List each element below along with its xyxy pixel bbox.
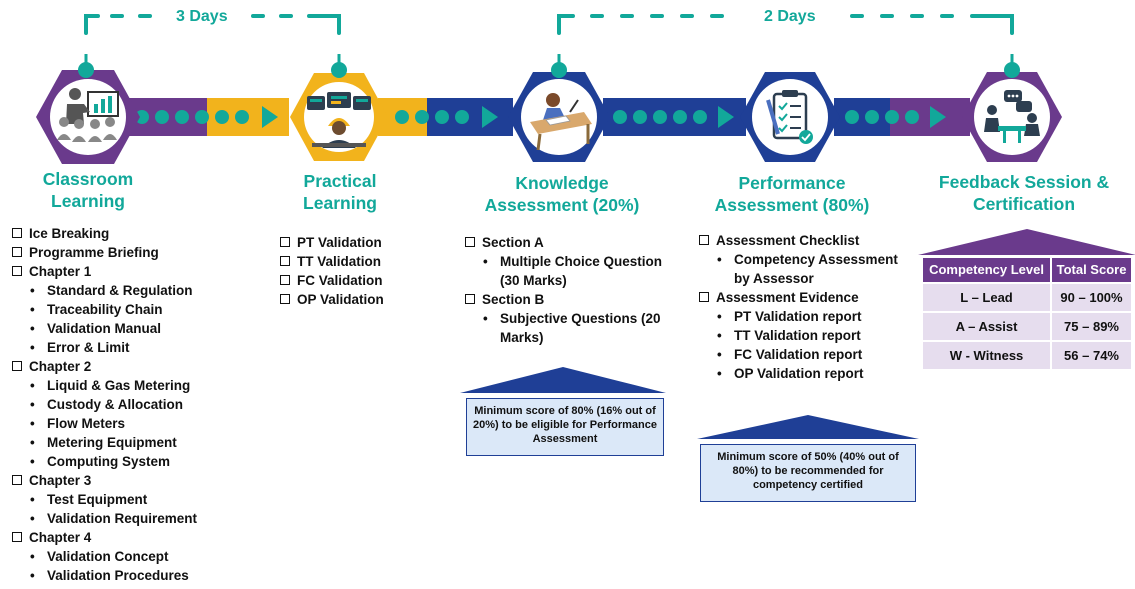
stage-title-line: Knowledge — [515, 173, 609, 193]
list-sub-item: Subjective Questions (20 Marks) — [462, 309, 672, 347]
score-table-roof — [918, 229, 1135, 255]
knowledge-note-roof — [460, 367, 666, 393]
list-heading-item: PT Validation — [277, 233, 437, 252]
knowledge-pass-criteria-note: Minimum score of 80% (16% out of 20%) to… — [466, 398, 664, 456]
list-sub-item: Competency Assessment by Assessor — [696, 250, 906, 288]
list-heading-item: Chapter 1 — [9, 262, 259, 281]
list-sub-item: Flow Meters — [9, 414, 259, 433]
competency-score-table: Competency Level Total Score L – Lead 90… — [920, 256, 1133, 371]
hexagon-performance — [740, 72, 840, 162]
list-heading-item: Ice Breaking — [9, 224, 259, 243]
student-exam-desk-icon — [530, 93, 592, 151]
stage-title-line: Assessment (80%) — [714, 195, 870, 215]
list-heading-item: FC Validation — [277, 271, 437, 290]
list-sub-item: PT Validation report — [696, 307, 906, 326]
list-sub-item: Liquid & Gas Metering — [9, 376, 259, 395]
checklist-clipboard-icon — [766, 90, 813, 144]
connector-performance-feedback — [834, 98, 970, 136]
performance-note-roof — [697, 415, 919, 439]
list-heading-item: Assessment Checklist — [696, 231, 906, 250]
performance-pass-criteria-note: Minimum score of 50% (40% out of 80%) to… — [700, 444, 916, 502]
connector-knowledge-performance — [603, 98, 746, 136]
stage-title-classroom: Classroom Learning — [8, 168, 168, 212]
list-sub-item: Computing System — [9, 452, 259, 471]
stage-title-line: Learning — [51, 191, 125, 211]
level-cell: L – Lead — [920, 282, 1053, 313]
list-sub-item: Validation Requirement — [9, 509, 259, 528]
list-heading-item: Chapter 3 — [9, 471, 259, 490]
list-sub-item: Validation Manual — [9, 319, 259, 338]
stage-title-line: Performance — [738, 173, 846, 193]
table-row: L – Lead 90 – 100% — [920, 282, 1133, 313]
list-heading-item: Section A — [462, 233, 672, 252]
list-heading-item: Chapter 4 — [9, 528, 259, 547]
list-sub-item: Standard & Regulation — [9, 281, 259, 300]
stage-title-performance: Performance Assessment (80%) — [692, 172, 892, 216]
list-heading-item: Assessment Evidence — [696, 288, 906, 307]
list-heading-item: TT Validation — [277, 252, 437, 271]
stage-title-line: Classroom — [42, 169, 134, 189]
list-sub-item: Custody & Allocation — [9, 395, 259, 414]
duration-label-2-days: 2 Days — [764, 8, 816, 25]
list-sub-item: Test Equipment — [9, 490, 259, 509]
list-heading-item: Section B — [462, 290, 672, 309]
list-sub-item: FC Validation report — [696, 345, 906, 364]
list-sub-item: Error & Limit — [9, 338, 259, 357]
list-sub-item: Validation Concept — [9, 547, 259, 566]
list-heading-item: OP Validation — [277, 290, 437, 309]
list-sub-item: Multiple Choice Question (30 Marks) — [462, 252, 672, 290]
connector-practical-knowledge — [378, 98, 513, 136]
list-sub-item: Validation Procedures — [9, 566, 259, 585]
stage-title-practical: Practical Learning — [270, 170, 410, 214]
stage-title-line: Practical — [303, 171, 377, 191]
hexagon-knowledge — [508, 72, 610, 162]
duration-bracket-2-days — [557, 14, 1014, 35]
duration-bracket-3-days — [84, 14, 341, 35]
table-row: W - Witness 56 – 74% — [920, 340, 1133, 371]
list-sub-item: Traceability Chain — [9, 300, 259, 319]
stage-title-line: Learning — [303, 193, 377, 213]
stage-title-feedback: Feedback Session & Certification — [918, 171, 1130, 215]
level-cell: W - Witness — [920, 340, 1053, 371]
list-heading-item: Programme Briefing — [9, 243, 259, 262]
list-sub-item: TT Validation report — [696, 326, 906, 345]
duration-label-3-days: 3 Days — [176, 8, 228, 25]
list-sub-item: OP Validation report — [696, 364, 906, 383]
score-cell: 75 – 89% — [1050, 311, 1133, 342]
knowledge-topics-list: Section AMultiple Choice Question (30 Ma… — [462, 233, 672, 347]
performance-topics-list: Assessment ChecklistCompetency Assessmen… — [696, 231, 906, 383]
stage-title-knowledge: Knowledge Assessment (20%) — [462, 172, 662, 216]
table-row: A – Assist 75 – 89% — [920, 311, 1133, 342]
connector-classroom-practical — [125, 98, 289, 136]
hexagon-practical — [290, 73, 388, 161]
score-cell: 56 – 74% — [1050, 340, 1133, 371]
header-total-score: Total Score — [1050, 256, 1133, 284]
level-cell: A – Assist — [920, 311, 1053, 342]
hexagon-feedback — [962, 72, 1062, 162]
list-sub-item: Metering Equipment — [9, 433, 259, 452]
list-heading-item: Chapter 2 — [9, 357, 259, 376]
score-cell: 90 – 100% — [1050, 282, 1133, 313]
stage-title-line: Feedback Session & — [938, 172, 1110, 192]
meeting-discussion-icon — [984, 90, 1040, 143]
stage-title-line: Assessment (20%) — [484, 195, 640, 215]
stage-title-line: Certification — [972, 194, 1076, 214]
engineer-monitors-icon — [307, 92, 371, 148]
presentation-teacher-icon — [57, 88, 119, 142]
hexagon-classroom — [36, 70, 140, 164]
header-competency-level: Competency Level — [920, 256, 1053, 284]
